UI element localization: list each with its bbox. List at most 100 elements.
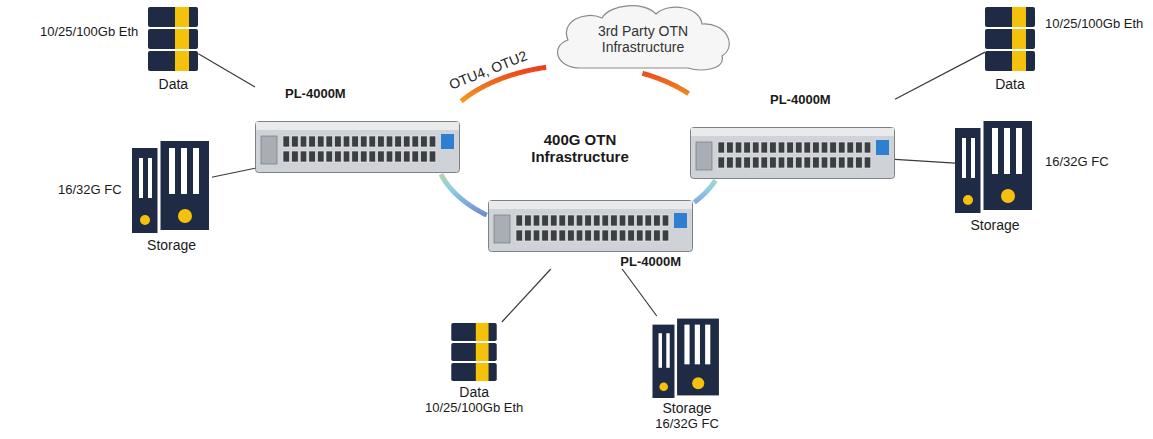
- tower-stripe: [962, 138, 966, 178]
- port: [403, 136, 410, 147]
- port: [602, 230, 609, 241]
- switch-chassis: [488, 200, 693, 252]
- disk-band: [1012, 51, 1026, 71]
- port: [795, 157, 802, 168]
- interface-spec: 16/32G FC: [655, 416, 719, 431]
- port: [585, 230, 592, 241]
- port: [752, 142, 759, 153]
- port: [821, 157, 828, 168]
- port: [533, 215, 540, 226]
- port: [369, 136, 376, 147]
- disk-layer: [985, 29, 1035, 49]
- port: [744, 142, 751, 153]
- cloud-label: 3rd Party OTN Infrastructure: [579, 23, 707, 55]
- port: [386, 136, 393, 147]
- port: [343, 151, 350, 162]
- switch-chassis: [690, 127, 895, 179]
- front-tower: [982, 120, 1034, 212]
- tower-stripe: [1004, 128, 1010, 174]
- storage-icon: [955, 118, 1035, 213]
- port: [727, 157, 734, 168]
- tower-stripe: [695, 325, 700, 365]
- port: [735, 157, 742, 168]
- port: [847, 142, 854, 153]
- disk-band: [175, 29, 189, 49]
- device-name: PL-4000M: [620, 254, 693, 269]
- disk-band: [175, 51, 189, 71]
- port: [619, 215, 626, 226]
- disk-band: [1012, 7, 1026, 27]
- port: [568, 215, 575, 226]
- port: [525, 215, 532, 226]
- tower-stripe: [684, 325, 689, 365]
- tower-stripe: [1016, 128, 1022, 174]
- port: [421, 151, 428, 162]
- port: [727, 142, 734, 153]
- chassis-top: [489, 201, 692, 209]
- port: [585, 215, 592, 226]
- port: [864, 157, 871, 168]
- port: [309, 151, 316, 162]
- client-link: [212, 168, 255, 177]
- client-link: [502, 269, 551, 322]
- port: [559, 230, 566, 241]
- port: [326, 136, 333, 147]
- storage-node: Storage16/32G FC: [652, 316, 722, 431]
- port: [636, 215, 643, 226]
- switch-chassis: [255, 121, 460, 173]
- device-type: Data: [459, 384, 489, 400]
- port: [813, 157, 820, 168]
- port: [821, 142, 828, 153]
- port: [412, 136, 419, 147]
- port: [369, 151, 376, 162]
- chassis-body: [489, 201, 693, 252]
- front-tower: [676, 317, 720, 396]
- otn-ring-link: [694, 180, 715, 202]
- port: [283, 151, 290, 162]
- port: [568, 230, 575, 241]
- storage-node: Storage16/32G FC: [955, 118, 1109, 233]
- psu-module: [261, 136, 277, 164]
- port: [611, 215, 618, 226]
- blue-module: [674, 213, 687, 228]
- port: [292, 136, 299, 147]
- port: [283, 136, 290, 147]
- port: [856, 157, 863, 168]
- disk-layer: [985, 51, 1035, 71]
- tower-stripe: [705, 325, 710, 365]
- client-link: [895, 159, 955, 163]
- tower-light: [692, 377, 704, 389]
- tower-stripe: [169, 148, 175, 194]
- port: [628, 230, 635, 241]
- port: [352, 136, 359, 147]
- cloud-node: 3rd Party OTN Infrastructure: [548, 2, 738, 72]
- port: [662, 215, 669, 226]
- interface-spec: 16/32G FC: [58, 182, 122, 197]
- port: [335, 136, 342, 147]
- port: [628, 215, 635, 226]
- tower-stripe: [181, 148, 187, 194]
- client-link: [198, 54, 255, 87]
- port: [838, 142, 845, 153]
- disk-layer: [451, 363, 496, 381]
- disk-layer: [148, 7, 198, 27]
- network-label: 400G OTN Infrastructure: [520, 131, 640, 165]
- blue-module: [876, 140, 889, 155]
- tower-stripe: [992, 128, 998, 174]
- port: [654, 230, 661, 241]
- port: [662, 230, 669, 241]
- port: [856, 142, 863, 153]
- port: [795, 142, 802, 153]
- cloud-outline: [558, 6, 730, 70]
- storage-icon: [652, 316, 722, 398]
- tower-light: [963, 195, 973, 205]
- front-tower: [159, 140, 211, 232]
- switch-node: PL-4000M: [255, 86, 460, 173]
- interface-spec: 16/32G FC: [1045, 154, 1109, 169]
- port: [326, 151, 333, 162]
- port: [300, 151, 307, 162]
- port: [787, 142, 794, 153]
- port: [378, 136, 385, 147]
- disk-layer: [451, 343, 496, 361]
- tower-light: [659, 382, 668, 391]
